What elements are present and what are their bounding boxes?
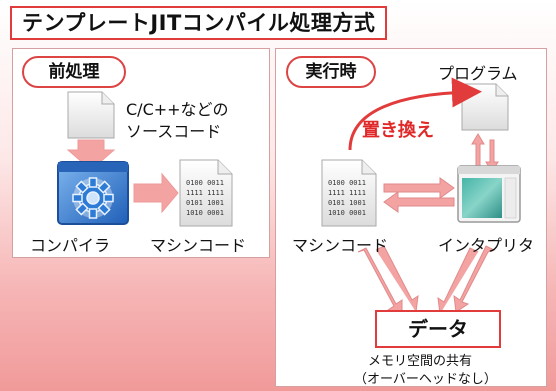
binary-text-pre: 0100 0011 1111 1111 0101 1001 1010 0001 — [186, 178, 224, 218]
replace-arrow — [348, 77, 482, 151]
arrow-machine-code-to-data — [357, 245, 419, 317]
arrow-machine-code-interpreter — [383, 177, 455, 213]
binary-line: 0101 1001 — [328, 199, 366, 207]
arrow-source-to-compiler — [66, 139, 116, 171]
binary-line: 0101 1001 — [186, 199, 224, 207]
binary-line: 1010 0001 — [328, 209, 366, 217]
runtime-machine-code-label: マシンコード — [292, 236, 389, 255]
interpreter-label: インタプリタ — [438, 236, 535, 255]
compiler-label: コンパイラ — [30, 236, 111, 255]
runtime-label: 実行時 — [286, 56, 376, 88]
program-label: プログラム — [438, 64, 518, 83]
no-overhead-label: （オーバーヘッドなし） — [354, 372, 497, 387]
data-box: データ — [375, 310, 501, 348]
binary-line: 1111 1111 — [186, 189, 224, 197]
page-title: テンプレートJITコンパイル処理方式 — [10, 6, 388, 40]
source-file-icon — [67, 91, 115, 139]
preprocess-label: 前処理 — [22, 56, 126, 88]
runtime-machine-code-file-icon — [321, 159, 377, 227]
source-code-line-1: C/C++などの — [126, 100, 229, 119]
binary-line: 1111 1111 — [328, 189, 366, 197]
machine-code-label: マシンコード — [150, 236, 247, 255]
source-code-line-2: ソースコード — [126, 122, 222, 141]
shared-memory-label: メモリ空間の共有 — [368, 354, 473, 369]
binary-line: 0100 0011 — [186, 179, 224, 187]
interpreter-window-icon — [457, 165, 521, 223]
binary-line: 0100 0011 — [328, 179, 366, 187]
arrow-interpreter-to-data — [437, 245, 496, 315]
machine-code-file-icon — [179, 159, 233, 227]
binary-text-run: 0100 0011 1111 1111 0101 1001 1010 0001 — [328, 178, 366, 218]
binary-line: 1010 0001 — [186, 209, 224, 217]
compiler-gear-icon — [57, 161, 129, 225]
replace-label: 置き換え — [362, 120, 434, 141]
arrow-compiler-to-machine-code — [133, 172, 179, 214]
